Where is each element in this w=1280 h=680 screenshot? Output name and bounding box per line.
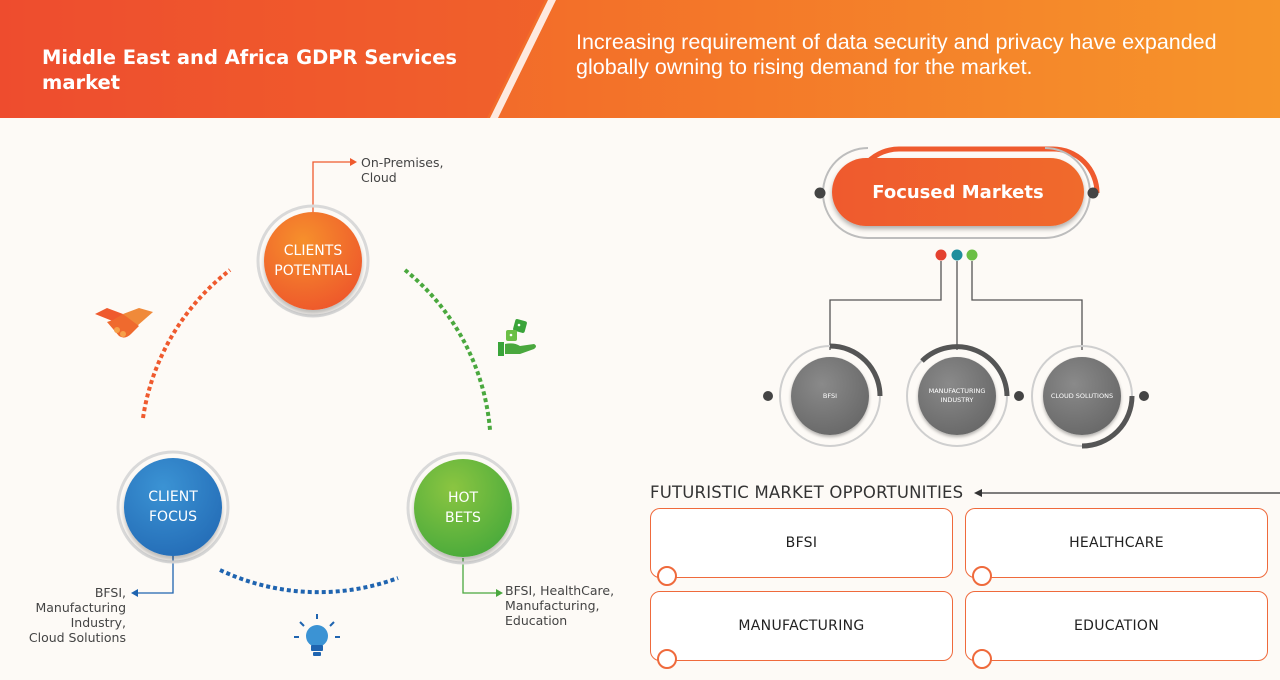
- market-circle-manufacturing: MANUFACTURING INDUSTRY: [918, 357, 996, 435]
- futuristic-title: FUTURISTIC MARKET OPPORTUNITIES: [650, 483, 964, 502]
- clients-ring: [256, 204, 370, 318]
- focused-markets-title: Focused Markets: [872, 181, 1044, 203]
- opportunity-box-manufacturing: MANUFACTURING: [650, 591, 953, 669]
- lightbulb-icon: [294, 614, 340, 656]
- opportunity-label: EDUCATION: [1073, 618, 1159, 634]
- hot-bets-circle: HOT BETS: [414, 459, 512, 557]
- box-knob: [972, 649, 992, 669]
- market-manufacturing-label-1: MANUFACTURING: [928, 387, 986, 395]
- hot-bets-note: BFSI, HealthCare, Manufacturing, Educati…: [505, 583, 614, 628]
- cycle-arcs: [131, 158, 503, 597]
- box-knob: [972, 566, 992, 586]
- opportunity-box-bfsi: BFSI: [650, 508, 953, 586]
- market-manufacturing-label-2: INDUSTRY: [940, 396, 974, 404]
- header-banner: Middle East and Africa GDPR Services mar…: [0, 0, 1280, 118]
- clients-callout-line: [312, 161, 350, 212]
- clients-potential-note: On-Premises, Cloud: [361, 155, 443, 185]
- client-focus-note-line-1: BFSI,: [94, 585, 126, 600]
- opportunity-label: BFSI: [785, 535, 818, 551]
- client-focus-callout-line: [138, 556, 174, 594]
- opportunity-label: MANUFACTURING: [738, 618, 865, 634]
- client-focus-note-line-4: Cloud Solutions: [28, 630, 126, 645]
- page-title: Middle East and Africa GDPR Services mar…: [42, 46, 458, 94]
- clients-potential-label-1: CLIENTS: [283, 243, 343, 259]
- handshake-icon: [95, 308, 153, 338]
- hot-bets-note-line-3: Education: [505, 613, 568, 628]
- hot-bets-note-line-1: BFSI, HealthCare,: [505, 583, 615, 598]
- clients-potential-circle: CLIENTS POTENTIAL: [264, 212, 362, 310]
- hot-bets-callout-line: [462, 558, 496, 594]
- hot-bets-note-line-2: Manufacturing,: [505, 598, 600, 613]
- client-focus-circle: CLIENT FOCUS: [124, 458, 222, 556]
- client-focus-note: BFSI, Manufacturing Industry, Cloud Solu…: [14, 585, 126, 645]
- client-focus-label-2: FOCUS: [149, 509, 197, 525]
- market-circle-cloud: CLOUD SOLUTIONS: [1043, 357, 1121, 435]
- client-focus-label-1: CLIENT: [148, 489, 198, 505]
- opportunity-label: HEALTHCARE: [1069, 535, 1164, 551]
- hot-bets-label-2: BETS: [445, 510, 481, 526]
- client-focus-ring: [116, 450, 230, 564]
- box-knob: [657, 566, 677, 586]
- client-focus-note-line-3: Industry,: [70, 615, 126, 630]
- money-hand-icon: [498, 319, 536, 356]
- header-divider: [0, 0, 556, 118]
- orange-dotted-arc: [141, 268, 232, 419]
- focused-markets-pill: Focused Markets: [832, 158, 1084, 226]
- market-circle-bfsi: BFSI: [791, 357, 869, 435]
- market-cloud-label: CLOUD SOLUTIONS: [1050, 391, 1114, 400]
- opportunity-box-healthcare: HEALTHCARE: [965, 508, 1268, 586]
- opportunity-box-education: EDUCATION: [965, 591, 1268, 669]
- green-dotted-arc: [403, 268, 492, 431]
- page-description: Increasing requirement of data security …: [576, 30, 1217, 79]
- clients-potential-label-2: POTENTIAL: [274, 263, 352, 279]
- box-knob: [657, 649, 677, 669]
- clients-note-line-1: On-Premises,: [361, 155, 444, 170]
- client-focus-note-line-2: Manufacturing: [35, 600, 126, 615]
- futuristic-arrow: [974, 489, 1280, 497]
- clients-note-line-2: Cloud: [361, 170, 397, 185]
- hot-bets-label-1: HOT: [447, 490, 479, 506]
- market-bfsi-label: BFSI: [822, 391, 838, 400]
- blue-dotted-arc: [219, 568, 399, 595]
- hot-bets-ring: [406, 451, 520, 565]
